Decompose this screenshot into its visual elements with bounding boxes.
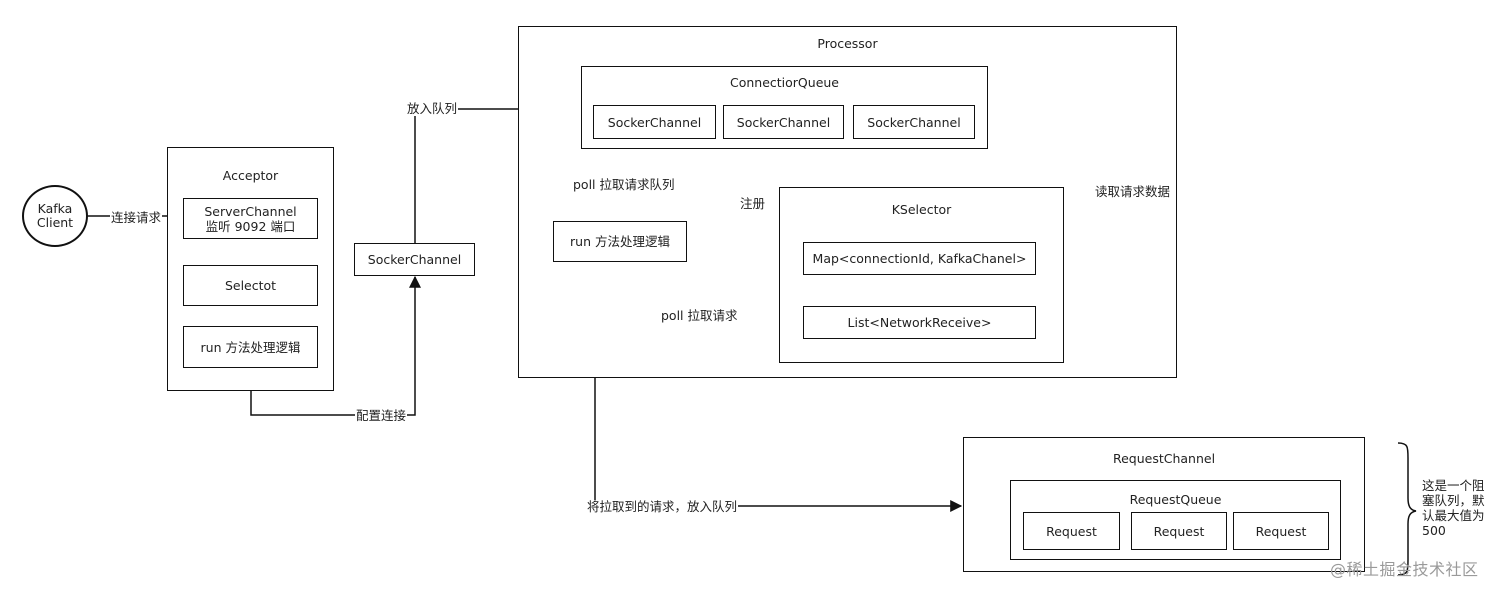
label-connect-request: 连接请求 <box>110 210 163 225</box>
acceptor-run-box: run 方法处理逻辑 <box>183 326 318 368</box>
selector-box: Selectot <box>183 265 318 306</box>
request-queue-title: RequestQueue <box>1129 492 1222 507</box>
connection-queue-title: ConnectiorQueue <box>729 75 839 90</box>
request-channel-title: RequestChannel <box>1112 451 1216 466</box>
map-box: Map<connectionId, KafkaChanel> <box>803 242 1036 275</box>
server-channel-box: ServerChannel 监听 9092 端口 <box>183 198 318 239</box>
edge-config-connect <box>250 275 421 416</box>
connection-queue-item: SockerChannel <box>853 105 975 139</box>
blocking-queue-note: 这是一个阻 塞队列，默 认最大值为 500 <box>1422 478 1485 538</box>
brace <box>1397 442 1417 576</box>
label-register: 注册 <box>739 196 767 211</box>
connection-queue-item: SockerChannel <box>723 105 844 139</box>
label-read-data: 读取请求数据 <box>1094 184 1172 199</box>
request-box: Request <box>1023 512 1120 550</box>
label-poll-request: poll 拉取请求 <box>660 308 739 323</box>
processor-title: Processor <box>817 36 878 51</box>
label-put-fetched: 将拉取到的请求，放入队列 <box>586 499 739 514</box>
socker-channel-mid-box: SockerChannel <box>354 243 475 276</box>
request-box: Request <box>1131 512 1227 550</box>
label-put-queue: 放入队列 <box>406 101 459 116</box>
kafka-client-node: Kafka Client <box>22 185 88 247</box>
processor-run-box: run 方法处理逻辑 <box>553 221 687 262</box>
kselector-title: KSelector <box>891 202 952 217</box>
label-config-connect: 配置连接 <box>355 408 408 423</box>
connection-queue-item: SockerChannel <box>593 105 716 139</box>
request-box: Request <box>1233 512 1329 550</box>
list-box: List<NetworkReceive> <box>803 306 1036 339</box>
watermark: @稀土掘金技术社区 <box>1330 560 1479 579</box>
label-poll-queue: poll 拉取请求队列 <box>572 177 676 192</box>
acceptor-title: Acceptor <box>222 168 279 183</box>
